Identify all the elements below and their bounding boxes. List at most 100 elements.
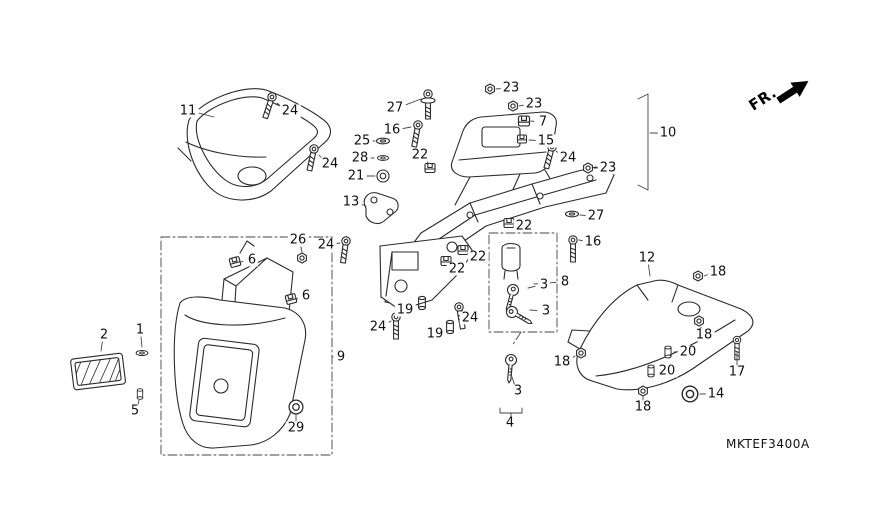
callout-6: 6 xyxy=(245,252,259,268)
callout-2: 2 xyxy=(97,327,111,343)
callout-21: 21 xyxy=(345,168,367,184)
rear-mud-flap-part xyxy=(567,279,754,391)
clip-part-6 xyxy=(284,292,298,306)
callout-10: 10 xyxy=(657,125,679,141)
callout-20: 20 xyxy=(677,344,699,360)
nut-part-23 xyxy=(583,162,593,174)
callout-3: 3 xyxy=(511,383,525,399)
leader-line xyxy=(400,126,412,130)
washer-part-1 xyxy=(135,349,149,357)
callout-11: 11 xyxy=(177,103,199,119)
callout-19: 19 xyxy=(394,302,416,318)
washer-part-28 xyxy=(377,155,389,161)
callout-23: 23 xyxy=(523,96,545,112)
nut-part-23 xyxy=(508,100,518,112)
callout-18: 18 xyxy=(707,264,729,280)
diagram-code: MKTEF3400A xyxy=(726,437,810,451)
callout-24: 24 xyxy=(315,237,337,253)
leader-line xyxy=(529,309,538,312)
nut-part-26 xyxy=(297,252,307,264)
callout-25: 25 xyxy=(351,133,373,149)
callout-24: 24 xyxy=(279,103,301,119)
callout-15: 15 xyxy=(535,133,557,149)
leader-line xyxy=(527,285,536,289)
license-assembly-box xyxy=(160,236,333,456)
callout-12: 12 xyxy=(636,250,658,266)
grommet-part-21 xyxy=(376,169,390,183)
callout-16: 16 xyxy=(381,122,403,138)
nut-part-18 xyxy=(693,270,703,282)
callout-27: 27 xyxy=(585,208,607,224)
callout-29: 29 xyxy=(285,420,307,436)
nut-part-18 xyxy=(638,385,648,397)
nut-part-18 xyxy=(694,315,704,327)
callout-22: 22 xyxy=(467,249,489,265)
bolt-part-16 xyxy=(568,235,578,263)
callout-14: 14 xyxy=(705,386,727,402)
callout-17: 17 xyxy=(726,364,748,380)
reflector-part xyxy=(70,352,126,391)
callout-6: 6 xyxy=(299,288,313,304)
callout-5: 5 xyxy=(128,403,142,419)
callout-9: 9 xyxy=(334,349,348,365)
leader-line xyxy=(137,399,140,405)
clip-part-22 xyxy=(424,162,436,174)
lock-key-link-line xyxy=(511,331,522,347)
nut-part-23 xyxy=(485,83,495,95)
leader-line xyxy=(300,246,303,253)
lock-set-box xyxy=(488,232,558,333)
bolt-part-24 xyxy=(338,235,352,264)
blank-key-part xyxy=(499,353,523,418)
grommet-part-14 xyxy=(681,385,699,403)
bolt-part-27 xyxy=(420,89,436,120)
leader-line xyxy=(100,341,103,352)
collar-part-19 xyxy=(446,319,454,335)
leader-line xyxy=(528,139,538,142)
leader-line xyxy=(140,336,143,348)
nut-part-18 xyxy=(576,347,586,359)
leader-line xyxy=(240,260,244,263)
callout-23: 23 xyxy=(500,80,522,96)
callout-22: 22 xyxy=(409,147,431,163)
callout-3: 3 xyxy=(537,277,551,293)
leader-line xyxy=(196,112,215,118)
callout-23: 23 xyxy=(597,160,619,176)
callout-27: 27 xyxy=(384,100,406,116)
grommet-part-29 xyxy=(288,399,304,415)
callout-18: 18 xyxy=(551,354,573,370)
callout-28: 28 xyxy=(349,150,371,166)
callout-20: 20 xyxy=(656,363,678,379)
callout-13: 13 xyxy=(340,194,362,210)
callout-22: 22 xyxy=(446,261,468,277)
clip-part-15 xyxy=(517,134,527,144)
license-plate-bracket-part xyxy=(173,240,307,449)
leader-line xyxy=(403,98,422,107)
callout-24: 24 xyxy=(367,319,389,335)
clip-part-22 xyxy=(503,217,515,229)
callout-8: 8 xyxy=(558,274,572,290)
lock-set-part xyxy=(501,242,536,329)
rear-fender-assembly-part xyxy=(363,93,649,311)
washer-part-27 xyxy=(564,210,580,218)
leader-line xyxy=(511,376,515,386)
callout-18: 18 xyxy=(693,327,715,343)
bolt-part-16 xyxy=(409,119,424,148)
callout-1: 1 xyxy=(133,322,147,338)
callout-24: 24 xyxy=(459,310,481,326)
callout-22: 22 xyxy=(513,218,535,234)
callout-16: 16 xyxy=(582,234,604,250)
callout-24: 24 xyxy=(319,156,341,172)
callout-18: 18 xyxy=(632,399,654,415)
callout-19: 19 xyxy=(424,326,446,342)
rear-cowl-part xyxy=(177,88,332,201)
leader-line xyxy=(648,264,651,277)
callout-24: 24 xyxy=(557,150,579,166)
callout-26: 26 xyxy=(287,232,309,248)
fr-arrow-icon xyxy=(776,81,809,104)
washer-part-25 xyxy=(375,137,391,145)
collar-part-5 xyxy=(136,388,144,400)
callout-7: 7 xyxy=(536,114,550,130)
clip-part-7 xyxy=(517,115,531,127)
